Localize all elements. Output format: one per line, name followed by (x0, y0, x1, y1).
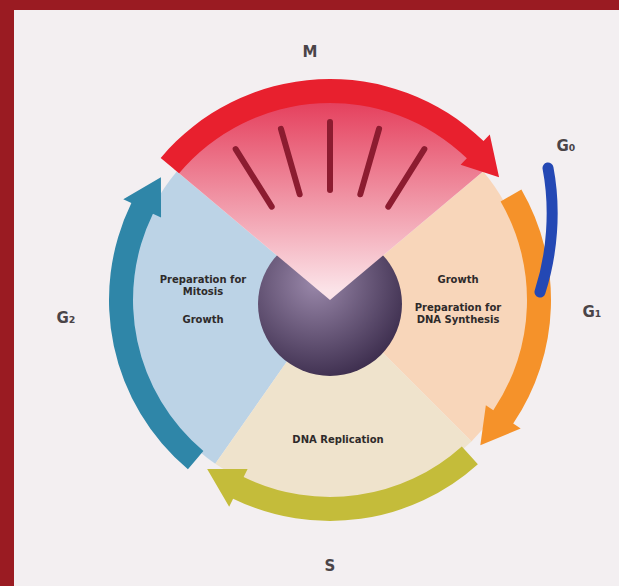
phase-description: Preparation for Mitosis (158, 274, 248, 298)
phase-label: M (303, 43, 318, 61)
phase-label: G₀ (557, 137, 576, 155)
phase-sector: Preparation for MitosisGrowth (155, 271, 251, 329)
chromosome-stroke (360, 129, 379, 194)
chromosome-stroke (236, 149, 272, 207)
chromosome-stroke (281, 129, 300, 194)
phase-description: Preparation for DNA Synthesis (409, 302, 507, 326)
g0-bar (540, 168, 552, 292)
chromosome-stroke (388, 149, 424, 207)
phase-sector: DNA Replication (283, 431, 393, 449)
s-arrow (207, 446, 478, 521)
phase-description: Growth (409, 274, 507, 286)
phase-label: G₁ (583, 303, 602, 321)
phase-label: G₂ (57, 309, 76, 327)
m-arrow (161, 79, 499, 177)
phase-description: Growth (158, 314, 248, 326)
phase-description: DNA Replication (286, 434, 390, 446)
phase-sector: GrowthPreparation for DNA Synthesis (406, 271, 510, 329)
chromosome-stroke (327, 122, 333, 190)
card-background (14, 10, 619, 586)
phase-label: S (325, 557, 336, 575)
